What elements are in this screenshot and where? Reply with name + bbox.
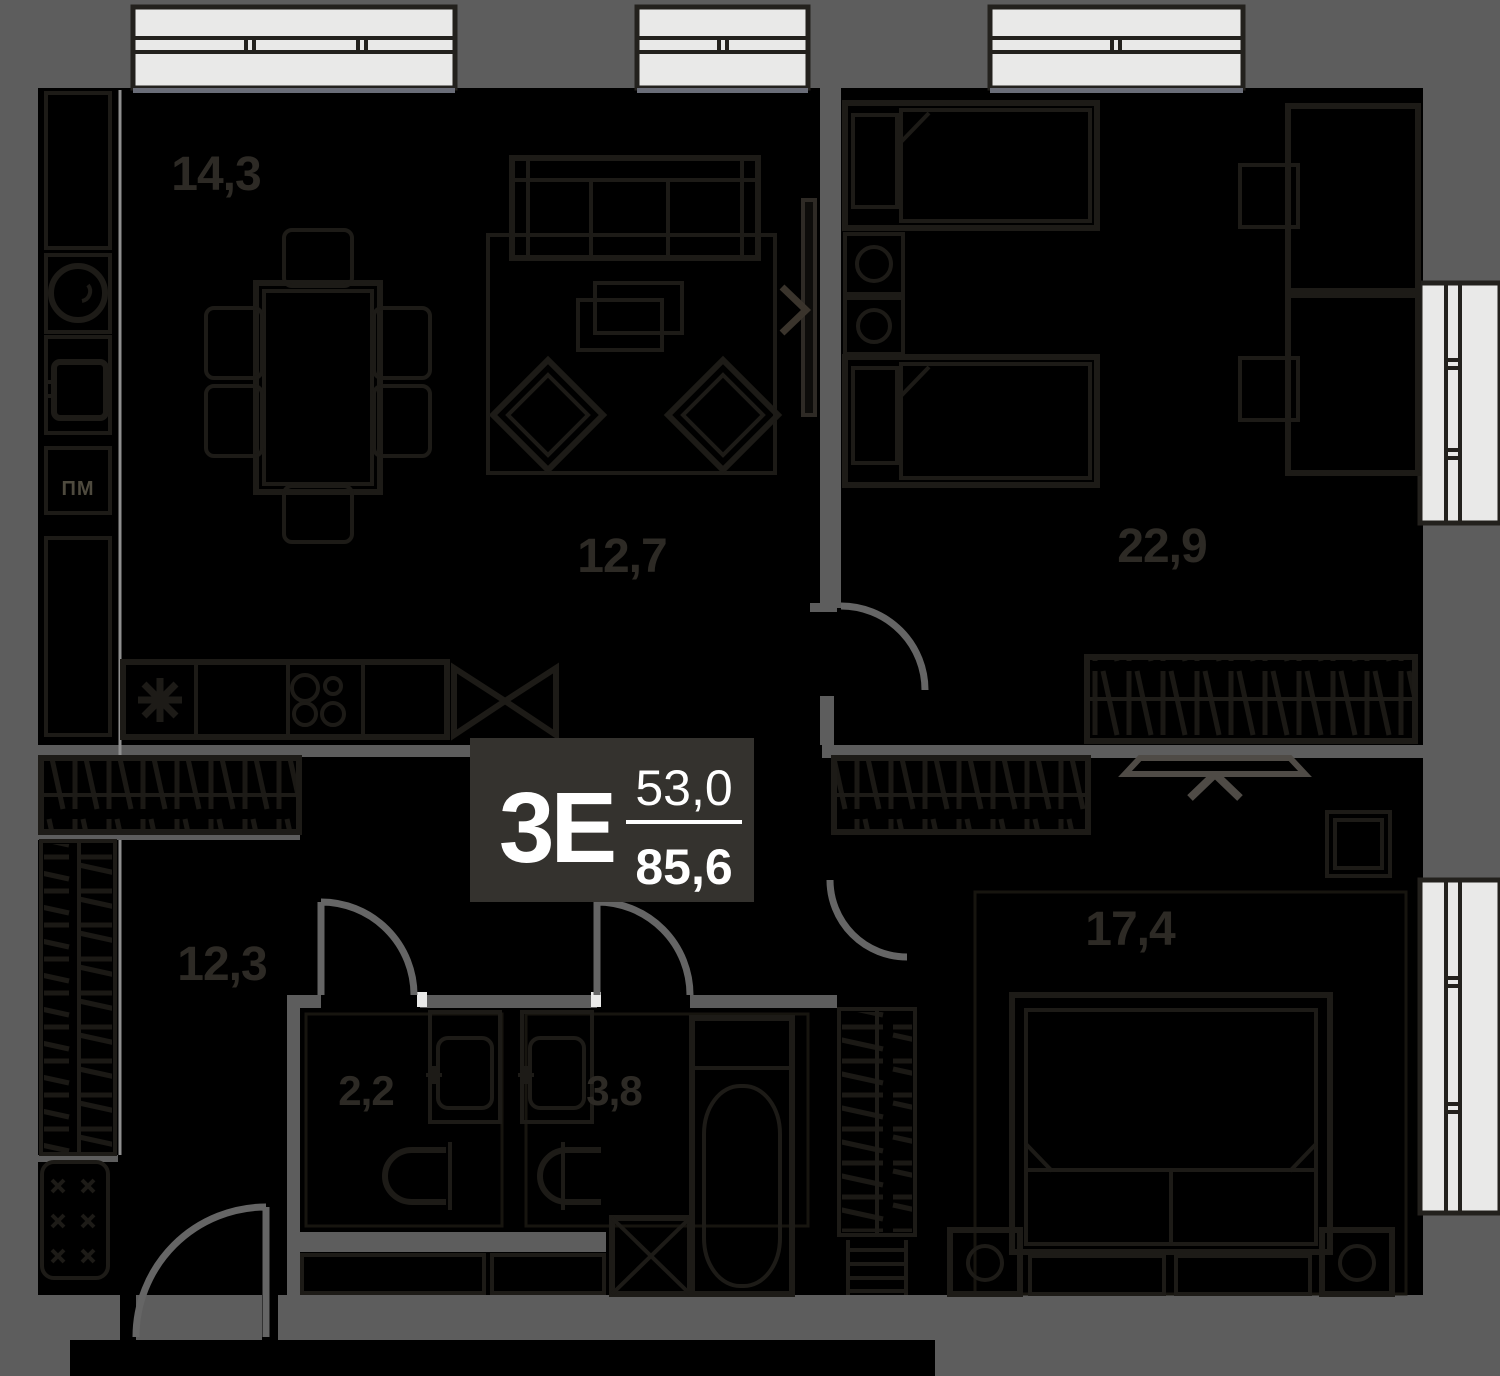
single-bed — [842, 100, 1100, 231]
armchair — [663, 355, 783, 475]
room-area-label-hallway: 12,3 — [177, 938, 266, 991]
tall-cabinet — [44, 91, 112, 250]
kitchen-counter — [120, 659, 559, 741]
hallway-room: 12,3 — [38, 755, 302, 1280]
kitchen-sink-icon — [138, 678, 182, 722]
bathtub — [689, 1015, 795, 1297]
lamp-icon — [856, 308, 892, 344]
desk-chair — [1238, 356, 1300, 422]
living-area-value: 53,0 — [635, 760, 732, 816]
storage-niches — [300, 1253, 606, 1295]
nightstand — [947, 1227, 1023, 1297]
windows-right — [1417, 280, 1500, 1216]
sink — [426, 1010, 502, 1124]
chair — [204, 384, 264, 458]
windows-top — [130, 4, 1246, 93]
washing-machine-icon — [48, 263, 108, 323]
window-icon — [987, 4, 1246, 91]
bathroom-room: 3,8 — [300, 1010, 810, 1297]
nightstand — [1319, 1227, 1395, 1297]
towel-radiator — [846, 1240, 908, 1295]
bed-bench — [1028, 1254, 1312, 1296]
sink — [518, 1010, 594, 1124]
lamp-icon — [855, 245, 893, 283]
kitchen-appliance-column: ПМ — [44, 91, 112, 737]
toilet — [382, 1142, 452, 1210]
kitchen-room: 14,3 — [120, 148, 559, 741]
shoe-cabinet — [40, 1160, 110, 1280]
tv-console — [1118, 755, 1312, 801]
toilet — [537, 1142, 601, 1210]
closet-column — [837, 1007, 917, 1237]
sliding-door-arrow-icon — [779, 284, 812, 336]
living-room: 12,7 — [486, 155, 817, 583]
side-table — [1325, 810, 1392, 878]
rug — [486, 233, 777, 475]
sofa — [509, 155, 761, 261]
bedroom-large-room: 22,9 — [842, 100, 1421, 744]
lamp-icon — [966, 1244, 1004, 1282]
coffee-tables — [576, 281, 684, 352]
fridge-icon — [451, 662, 559, 741]
pillow — [851, 113, 899, 209]
washer-door-icon — [81, 283, 93, 303]
wc-room: 2,2 — [304, 1010, 504, 1228]
chair — [282, 228, 354, 288]
door-arc-bedroom — [840, 602, 929, 691]
window-icon — [130, 4, 458, 91]
stove-icon — [290, 673, 346, 727]
room-area-label-bathroom: 3,8 — [586, 1067, 642, 1114]
wardrobe — [1084, 654, 1418, 744]
nightstand — [843, 232, 905, 296]
washer-cabinet — [44, 253, 112, 334]
wardrobe — [38, 755, 302, 835]
room-area-label-wc: 2,2 — [338, 1067, 393, 1114]
door-arc-wc — [317, 898, 418, 996]
armchairs — [488, 355, 783, 475]
unit-type-label: 3E — [499, 772, 614, 884]
tall-cabinet — [44, 536, 112, 737]
room-area-label-bedroom: 22,9 — [1117, 520, 1206, 573]
door-jambs — [417, 992, 601, 1007]
adjacent-structure — [70, 1340, 935, 1376]
doors — [120, 602, 929, 1340]
oven-icon — [51, 359, 109, 421]
entrance-door-arc — [132, 1203, 270, 1338]
oven-cabinet — [44, 335, 112, 435]
single-bed — [842, 354, 1100, 488]
desk — [1285, 103, 1421, 476]
master-bedroom-room: 17,4 — [947, 755, 1408, 1297]
entrance-door — [120, 1203, 278, 1340]
pillow — [851, 366, 899, 465]
oven-handle — [46, 380, 54, 398]
closet-column — [39, 839, 117, 1156]
chair — [282, 484, 354, 544]
lamp-icon — [1338, 1244, 1376, 1282]
door-arc-bathroom — [593, 898, 694, 996]
room-area-label-living: 12,7 — [577, 530, 666, 583]
room-area-label-kitchen: 14,3 — [171, 148, 260, 201]
total-area-value: 85,6 — [635, 839, 732, 895]
chair — [372, 384, 432, 458]
wardrobe — [831, 755, 1091, 835]
dishwasher-label: ПМ — [61, 478, 94, 500]
dining-set — [204, 228, 432, 544]
unit-badge: 3E 53,0 85,6 — [470, 738, 754, 902]
armchair — [488, 355, 608, 475]
chair — [372, 306, 432, 380]
desk-chair — [1238, 163, 1300, 229]
chair — [204, 306, 264, 380]
wall-channels — [38, 88, 1423, 1295]
room-area-label-master: 17,4 — [1085, 903, 1176, 956]
double-bed — [1009, 992, 1333, 1255]
window-icon — [634, 4, 811, 91]
dishwasher-cabinet — [44, 446, 112, 515]
corridor — [831, 755, 1091, 1295]
door-arc-master — [826, 879, 908, 961]
